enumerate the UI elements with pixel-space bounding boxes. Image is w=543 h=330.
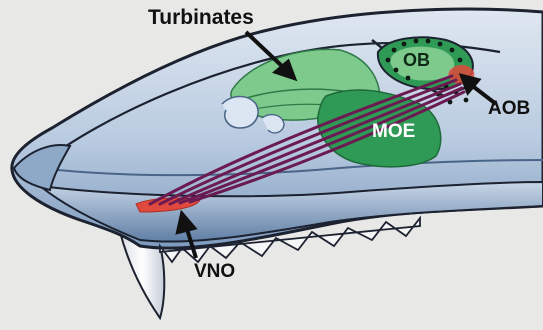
olfactory-bulb-label: OB xyxy=(403,51,430,69)
accessory-olfactory-bulb-label: AOB xyxy=(488,99,530,118)
vomeronasal-organ-label: VNO xyxy=(194,262,235,281)
main-olfactory-epithelium-label: MOE xyxy=(372,122,415,141)
turbinates-label: Turbinates xyxy=(148,7,254,28)
maxilloturbinate xyxy=(222,97,258,129)
